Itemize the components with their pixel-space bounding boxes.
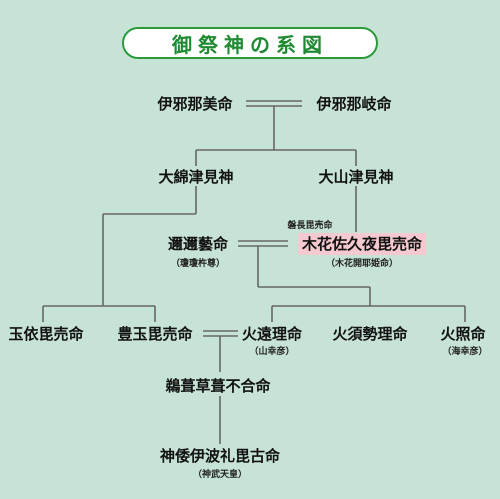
- node-ninigi: 邇邇藝命: [167, 235, 229, 253]
- node-ugaya: 鵜葺草葺不合命: [165, 377, 271, 395]
- node-konohana: 木花佐久夜毘売命: [297, 233, 427, 255]
- node-hoori: 火遠理命: [241, 325, 303, 343]
- node-toyotama: 豊玉毘売命: [117, 325, 193, 343]
- page-title: 御祭神の系図: [172, 32, 328, 57]
- node-izanagi: 伊邪那岐命: [316, 95, 392, 113]
- node-jimmu-alias: （神武天皇）: [192, 470, 248, 480]
- node-iwanaga: 磐長毘売命: [287, 221, 333, 231]
- node-owatatsumi: 大綿津見神: [158, 168, 234, 186]
- node-hoori-alias: （山幸彦）: [249, 347, 295, 357]
- node-ninigi-alias: （瓊瓊杵尊）: [170, 259, 226, 269]
- node-jimmu: 神倭伊波礼毘古命: [159, 447, 281, 465]
- title-banner: 御祭神の系図: [122, 27, 378, 59]
- node-konohana-alias: （木花開耶姫命）: [325, 259, 399, 269]
- node-hoderi: 火照命: [440, 325, 486, 343]
- node-hosuseri: 火須勢理命: [332, 325, 408, 343]
- node-tamayori: 玉依毘売命: [8, 325, 84, 343]
- node-izanami: 伊邪那美命: [157, 95, 233, 113]
- node-oyamatsumi: 大山津見神: [318, 168, 394, 186]
- node-hoderi-alias: （海幸彦）: [442, 347, 488, 357]
